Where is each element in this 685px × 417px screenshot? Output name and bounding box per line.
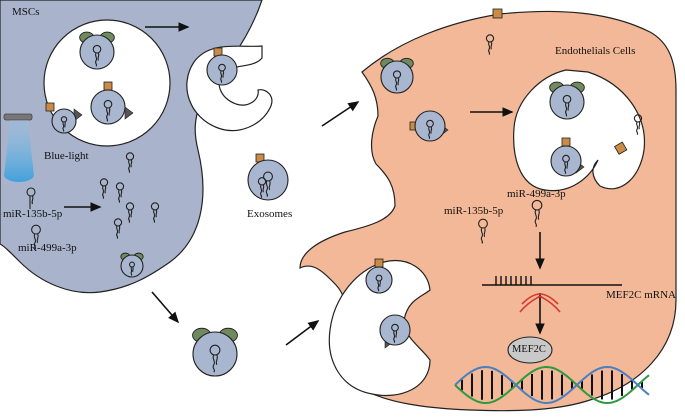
exosome-icon: [192, 327, 238, 377]
mirna-hairpin-icon: [218, 63, 226, 84]
mirna-hairpin-icon: [209, 344, 221, 373]
blue-light-lamp-icon: [3, 113, 34, 182]
dna-helix: [454, 365, 650, 405]
exosome-icon: [206, 47, 238, 86]
label-mir499-left: miR-499a-3p: [18, 242, 77, 254]
mirna-hairpin-icon: [26, 187, 36, 209]
mirna-hairpin-icon: [531, 199, 543, 228]
mirna-hairpin-icon: [391, 323, 399, 344]
arrow-to-endothelial: [321, 101, 360, 127]
mirna-hairpin-icon: [263, 171, 273, 197]
arrow-bottom-out: [151, 291, 180, 324]
exosome-icon: [247, 153, 289, 201]
arrow-bottom-in: [285, 320, 320, 346]
mirna-hairpin-icon: [392, 70, 402, 91]
label-mscs: MSCs: [12, 6, 40, 18]
label-mir135-right: miR-135b-5p: [444, 205, 504, 217]
label-mir499-right: miR-499a-3p: [507, 188, 566, 200]
arrow-group: [64, 22, 545, 346]
mef2c-protein: [507, 336, 553, 364]
mirna-hairpin-icon: [426, 119, 434, 140]
mirna-group: [26, 34, 643, 250]
exosome-icon: [120, 252, 144, 278]
exosome-icon: [550, 137, 585, 177]
mirna-hairpin-icon: [125, 202, 135, 223]
label-blue-light: Blue-light: [44, 150, 89, 162]
label-mir135-left: miR-135b-5p: [3, 208, 63, 220]
exosome-icon: [365, 258, 393, 294]
exosome-icon: [90, 81, 134, 125]
exosome-icon: [409, 110, 449, 142]
label-mef2c-mrna: MEF2C mRNA: [606, 289, 676, 301]
mirna-hairpin-icon: [562, 94, 572, 117]
mrna-cleavage-mark: [519, 293, 561, 313]
mirna-hairpin-icon: [633, 114, 643, 135]
mirna-hairpin-icon: [103, 99, 113, 122]
mirna-hairpin-icon: [31, 224, 41, 250]
mirna-hairpin-icon: [375, 274, 383, 292]
mirna-hairpin-icon: [478, 218, 488, 244]
mirna-hairpin-icon: [115, 182, 125, 203]
mirna-hairpin-icon: [257, 177, 267, 199]
exosome-icon: [79, 31, 115, 70]
mirna-hairpin-icon: [562, 154, 570, 175]
mirna-hairpin-icon: [125, 152, 135, 173]
label-mef2c: MEF2C: [512, 344, 546, 355]
mirna-hairpin-icon: [150, 202, 160, 223]
mirna-hairpin-icon: [99, 178, 109, 199]
mirna-hairpin-icon: [485, 34, 495, 55]
exosome-icon: [380, 57, 414, 94]
mirna-hairpin-icon: [113, 218, 123, 239]
exosome-group: [45, 8, 628, 377]
mirna-hairpin-icon: [129, 261, 135, 276]
label-exosomes: Exosomes: [247, 208, 293, 220]
mirna-hairpin-icon: [60, 116, 68, 132]
endo-vesicle: [513, 69, 646, 192]
mirna-hairpin-icon: [92, 44, 102, 67]
mef2c-mrna-strand: [482, 276, 622, 286]
exosome-icon: [379, 314, 411, 349]
exosome-icon: [45, 102, 83, 134]
label-endothelial: Endothelials Cells: [555, 45, 636, 57]
exosome-icon: [549, 81, 585, 120]
